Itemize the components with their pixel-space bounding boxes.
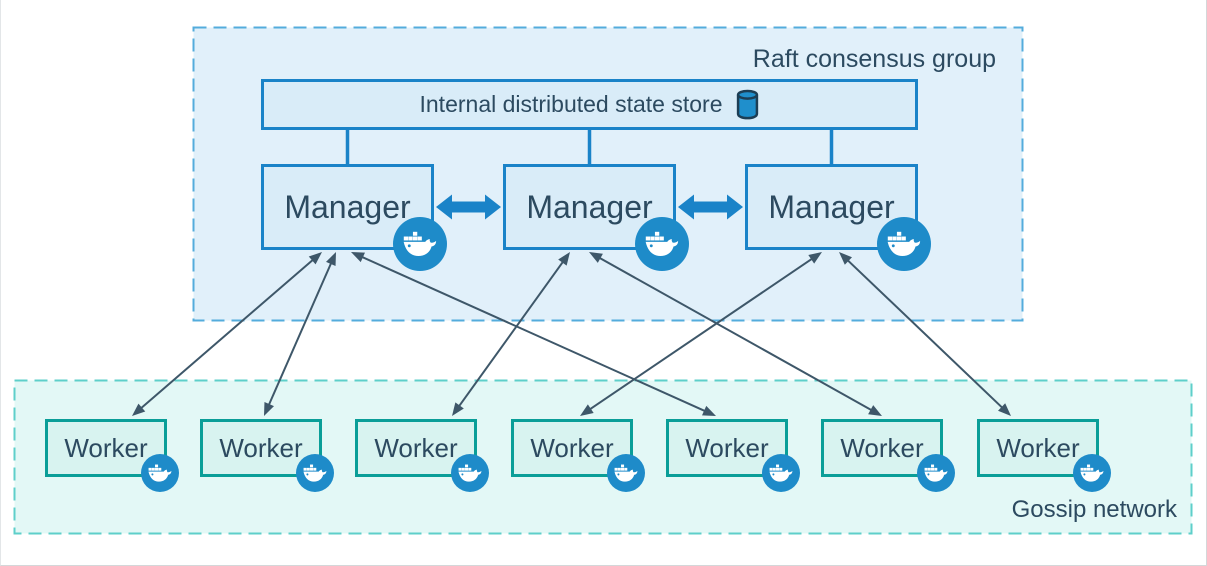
- raft-group-label: Raft consensus group: [752, 45, 996, 73]
- worker-label: Worker: [685, 432, 769, 463]
- manager-node: Manager: [745, 164, 931, 271]
- docker-whale-icon: [645, 231, 679, 256]
- worker-label: Worker: [530, 432, 614, 463]
- manager-worker-edge: [132, 252, 322, 416]
- state-store-label: Internal distributed state store: [419, 91, 723, 117]
- worker-label: Worker: [996, 432, 1080, 463]
- manager-node: Manager: [261, 164, 447, 271]
- worker-node: Worker: [511, 419, 645, 492]
- manager-manager-double-arrow: [678, 194, 743, 220]
- worker-node: Worker: [355, 419, 489, 492]
- manager-label: Manager: [768, 188, 895, 225]
- docker-whale-icon: [614, 464, 638, 482]
- docker-whale-badge: [877, 217, 931, 271]
- manager-worker-edge: [452, 252, 570, 416]
- manager-worker-edge: [351, 252, 716, 416]
- worker-node: Worker: [666, 419, 800, 492]
- docker-whale-icon: [769, 464, 793, 482]
- manager-worker-edge: [839, 252, 1011, 416]
- docker-whale-icon: [148, 464, 172, 482]
- worker-label: Worker: [64, 432, 148, 463]
- docker-whale-badge: [635, 217, 689, 271]
- docker-whale-badge: [1073, 454, 1111, 492]
- manager-worker-edge: [264, 252, 336, 416]
- manager-node: Manager: [503, 164, 689, 271]
- worker-node: Worker: [821, 419, 955, 492]
- state-store-box: Internal distributed state store: [261, 79, 918, 130]
- gossip-network-label: Gossip network: [1011, 496, 1177, 523]
- docker-whale-badge: [917, 454, 955, 492]
- docker-whale-badge: [141, 454, 179, 492]
- worker-label: Worker: [374, 432, 458, 463]
- docker-whale-badge: [607, 454, 645, 492]
- worker-node: Worker: [977, 419, 1111, 492]
- docker-whale-icon: [403, 231, 437, 256]
- manager-worker-edge: [589, 252, 882, 416]
- manager-worker-edge: [580, 252, 822, 416]
- worker-node: Worker: [200, 419, 334, 492]
- worker-label: Worker: [840, 432, 924, 463]
- manager-manager-double-arrow: [436, 194, 501, 220]
- database-cylinder-icon: [736, 89, 758, 120]
- docker-whale-icon: [458, 464, 482, 482]
- worker-label: Worker: [219, 432, 303, 463]
- docker-whale-icon: [924, 464, 948, 482]
- docker-whale-badge: [451, 454, 489, 492]
- docker-whale-badge: [762, 454, 800, 492]
- worker-node: Worker: [45, 419, 179, 492]
- manager-label: Manager: [284, 188, 411, 225]
- manager-label: Manager: [526, 188, 653, 225]
- docker-whale-badge: [393, 217, 447, 271]
- docker-whale-badge: [296, 454, 334, 492]
- docker-whale-icon: [303, 464, 327, 482]
- docker-whale-icon: [887, 231, 921, 256]
- docker-whale-icon: [1080, 464, 1104, 482]
